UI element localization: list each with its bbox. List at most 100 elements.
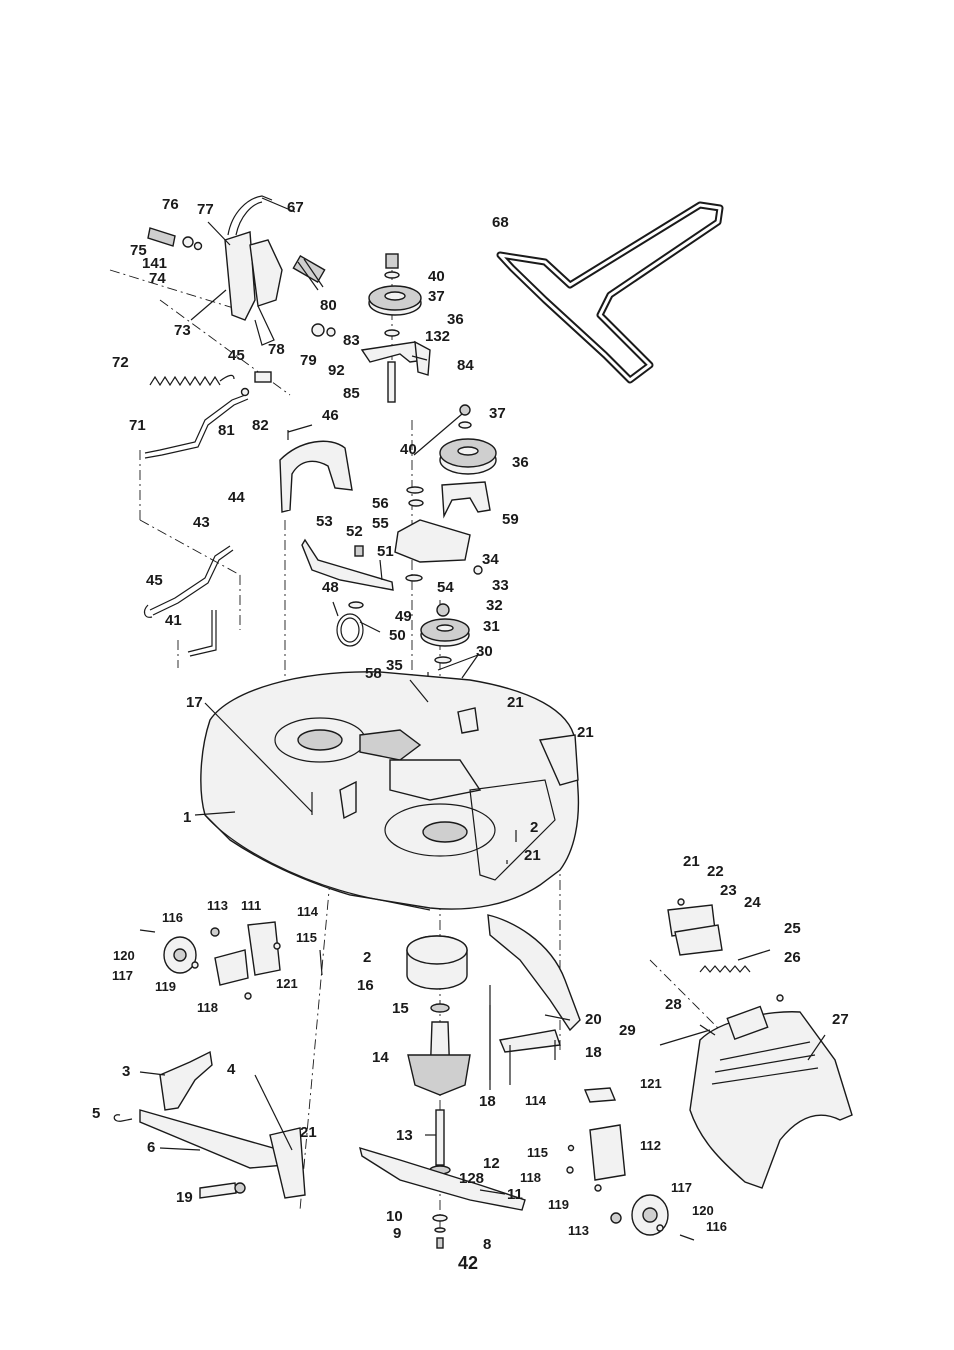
callout-46: 46: [322, 407, 339, 424]
callout-18-a: 18: [585, 1044, 602, 1061]
callout-118-a: 118: [197, 1000, 218, 1015]
callout-41: 41: [165, 612, 182, 629]
callout-83: 83: [343, 332, 360, 349]
lift-link-assembly: [113, 1050, 306, 1199]
callout-29: 29: [619, 1022, 636, 1039]
callout-82: 82: [252, 417, 269, 434]
callout-15: 15: [392, 1000, 409, 1017]
callout-45: 45: [228, 347, 245, 364]
callout-117-b: 117: [671, 1180, 692, 1195]
callout-55: 55: [372, 515, 389, 532]
callout-53: 53: [316, 513, 333, 530]
leader-lines: [139, 197, 826, 1195]
shift-rod-assembly: [143, 545, 234, 657]
callout-114-b: 114: [525, 1093, 547, 1108]
callout-31: 31: [483, 618, 500, 635]
callout-119-b: 119: [548, 1197, 569, 1212]
callout-12: 12: [483, 1155, 500, 1172]
callout-labels: 76 77 67 75 141 74 73 78 79 92 80 72 45 …: [92, 196, 849, 1253]
callout-45-lower: 45: [146, 572, 163, 589]
callout-118-b: 118: [520, 1170, 541, 1185]
callout-3: 3: [122, 1063, 130, 1080]
callout-30: 30: [476, 643, 493, 660]
callout-21-c: 21: [524, 847, 541, 864]
callout-50: 50: [389, 627, 406, 644]
callout-59: 59: [502, 511, 519, 528]
callout-78: 78: [268, 341, 285, 358]
callout-4: 4: [227, 1061, 236, 1078]
callout-71: 71: [129, 417, 146, 434]
callout-113-a: 113: [207, 898, 228, 913]
callout-56: 56: [372, 495, 389, 512]
callout-10: 10: [386, 1208, 403, 1225]
callout-36-lower: 36: [512, 454, 529, 471]
callout-2-b: 2: [363, 949, 371, 966]
callout-21-d: 21: [683, 853, 700, 870]
callout-8: 8: [483, 1236, 491, 1253]
callout-36: 36: [447, 311, 464, 328]
callout-79: 79: [300, 352, 317, 369]
callout-112: 112: [640, 1138, 661, 1153]
callout-76: 76: [162, 196, 179, 213]
callout-14: 14: [372, 1049, 389, 1066]
callout-85: 85: [343, 385, 360, 402]
mower-deck-1: [200, 671, 580, 911]
callout-28: 28: [665, 996, 682, 1013]
callout-116-b: 116: [706, 1219, 727, 1234]
callout-44: 44: [228, 489, 245, 506]
callout-49: 49: [395, 608, 412, 625]
idler-arm-55: [354, 519, 483, 582]
callout-73: 73: [174, 322, 191, 339]
callout-9: 9: [393, 1225, 401, 1242]
idler-pulley-lower: [406, 404, 497, 519]
spindle-assembly: [359, 935, 526, 1249]
callout-92: 92: [328, 362, 345, 379]
callout-20: 20: [585, 1011, 602, 1028]
callout-27: 27: [832, 1011, 849, 1028]
callout-32: 32: [486, 597, 503, 614]
callout-5: 5: [92, 1105, 100, 1122]
callout-115-b: 115: [527, 1145, 548, 1160]
callout-40: 40: [428, 268, 445, 285]
chute-bracket-assembly: [667, 898, 784, 1002]
callout-67: 67: [287, 199, 304, 216]
callout-114-a: 114: [297, 904, 319, 919]
callout-58: 58: [365, 665, 382, 682]
callout-115-a: 115: [296, 930, 317, 945]
callout-11: 11: [507, 1186, 523, 1203]
right-gauge-wheel-assembly: [566, 1087, 695, 1241]
callout-6: 6: [147, 1139, 155, 1156]
callout-23: 23: [720, 882, 737, 899]
callout-72: 72: [112, 354, 129, 371]
callout-35: 35: [386, 657, 403, 674]
callout-13: 13: [396, 1127, 413, 1144]
callout-75: 75: [130, 242, 147, 259]
callout-77: 77: [197, 201, 214, 218]
callout-81: 81: [218, 422, 235, 439]
callout-18-b: 18: [479, 1093, 496, 1110]
callout-34: 34: [482, 551, 499, 568]
callout-120-b: 120: [692, 1203, 714, 1218]
drive-belt-68: [496, 201, 724, 384]
callout-33: 33: [492, 577, 509, 594]
callout-128: 128: [459, 1170, 484, 1187]
lift-lever-assembly: [147, 195, 336, 346]
callout-21-e: 21: [300, 1124, 317, 1141]
callout-43: 43: [193, 514, 210, 531]
callout-37: 37: [428, 288, 445, 305]
callout-21-b: 21: [577, 724, 594, 741]
left-gauge-wheel-assembly: [139, 921, 323, 1000]
callout-37-lower: 37: [489, 405, 506, 422]
torsion-spring-58: [332, 601, 381, 647]
callout-141: 141: [142, 255, 167, 272]
callout-16: 16: [357, 977, 374, 994]
spring-72: [149, 374, 235, 387]
callout-51: 51: [377, 543, 394, 560]
callout-25: 25: [784, 920, 801, 937]
callout-111: 111: [241, 898, 261, 913]
drive-pulley-32: [420, 603, 470, 712]
belt-guard-44: [279, 430, 353, 513]
discharge-chute-27: [659, 1005, 853, 1189]
callout-74: 74: [149, 270, 166, 287]
